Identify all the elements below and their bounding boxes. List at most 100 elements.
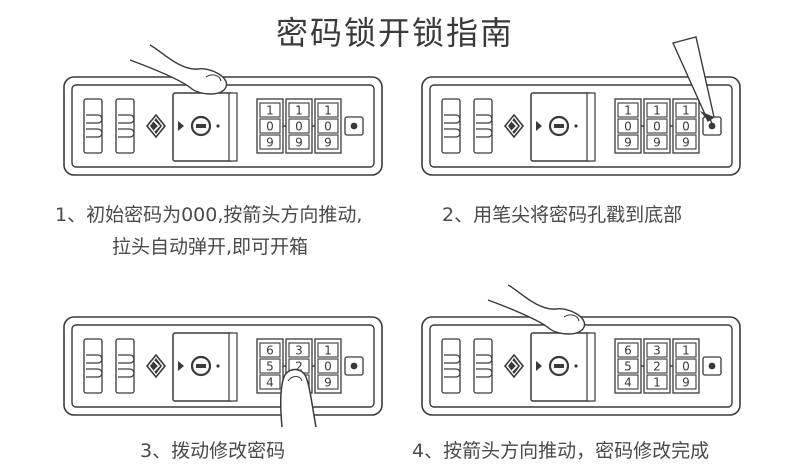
dial-digit: 0 [682,360,690,374]
zipper-slot [473,338,493,394]
dial-digit-box [617,118,639,134]
step-1-caption-line-2: 拉头自动弹开,即可开箱 [112,236,309,258]
arrow-icon [178,121,184,131]
dial-digit: 9 [624,136,632,150]
dial-digit-box [617,374,639,390]
dial-digit-box [646,358,668,374]
key-cylinder [172,332,238,402]
dial-digit-box [259,118,281,134]
step-3-caption-line-1: 3、拨动修改密码 [140,440,286,462]
dial-digit: 2 [295,360,303,374]
dial-digit: 9 [324,136,332,150]
key-cylinder [530,332,596,402]
dial-digit-box [288,118,310,134]
dial-digit: 1 [682,344,690,358]
finger-shape [129,44,228,95]
dial-digit-box [675,374,697,390]
zipper-slot [473,98,493,154]
dial-digit-box [259,102,281,118]
dial-digit: 0 [324,360,332,374]
dial-digit-box [317,102,339,118]
dial-digit-box [675,342,697,358]
dial-digit-box [317,134,339,150]
arrow-icon [536,121,542,131]
tsa-diamond-icon [145,113,167,139]
dial-digit: 9 [324,376,332,390]
dial-digit: 6 [266,344,274,358]
tsa-diamond-icon [503,353,525,379]
dial-digit-box [259,374,281,390]
finger-icon [279,368,317,428]
dial-digit: 1 [295,104,303,118]
dial-digit-box [617,358,639,374]
dial-digit: 9 [266,136,274,150]
dial-digit-box [675,358,697,374]
dial-digit-box [646,102,668,118]
dial-digit: 0 [266,120,274,134]
dial-digit-box [675,134,697,150]
zipper-slot [83,338,103,394]
zipper-slot [115,338,135,394]
step-4-caption-line-1: 4、按箭头方向推动，密码修改完成 [412,440,710,462]
dial-digit: 9 [682,376,690,390]
dial-digit: 2 [653,360,661,374]
dial-digit-box [317,374,339,390]
reset-hole [702,356,722,376]
dial-digit: 1 [266,104,274,118]
lock-body: 1 0 9 1 0 9 1 0 9 [63,76,383,176]
dial-digit: 9 [295,136,303,150]
zipper-slot [83,98,103,154]
arrow-icon [178,361,184,371]
key-cylinder [172,92,238,162]
dial-digit: 0 [624,120,632,134]
dial-digit-box [288,342,310,358]
dial-digit: 0 [324,120,332,134]
tsa-diamond-icon [503,113,525,139]
dial-digit-box [675,118,697,134]
dial-digit: 6 [624,344,632,358]
dial-digit-box [617,134,639,150]
dial-digit: 9 [682,136,690,150]
dial-digit-box [675,102,697,118]
dial-digit-box [646,134,668,150]
dial-digit: 9 [653,136,661,150]
finger-icon [487,284,586,335]
dial-digit-box [317,342,339,358]
dial-digit: 4 [624,376,632,390]
dial-digit: 5 [624,360,632,374]
dial-digit: 3 [295,344,303,358]
arrow-icon [536,361,542,371]
pen-icon [672,36,715,127]
reset-hole [702,116,722,136]
dial-digit: 1 [324,344,332,358]
dial-digit-box [317,358,339,374]
dial-digit-box [317,118,339,134]
finger-icon [129,44,228,95]
dial-digit: 0 [682,120,690,134]
dial-digit: 4 [266,376,274,390]
dial-digit: 0 [653,120,661,134]
step-1-caption-line-1: 1、初始密码为000,按箭头方向推动, [55,204,363,226]
dial-digit: 0 [295,120,303,134]
dial-digit: 1 [682,104,690,118]
page-title: 密码锁开锁指南 [275,14,514,52]
dial-digit: 1 [653,376,661,390]
dial-digit: 1 [324,104,332,118]
dial-digit-box [646,118,668,134]
zipper-slot [441,338,461,394]
finger-shape [279,368,317,428]
dial-digit: 5 [266,360,274,374]
combination-dials: 1 0 9 1 0 9 1 0 9 [256,98,342,154]
key-cylinder [530,92,596,162]
dial-digit-box [259,134,281,150]
dial-digit-box [288,102,310,118]
dial-digit-box [617,342,639,358]
lock-diagram-step-1: 1 0 9 1 0 9 1 0 9 [63,44,383,176]
dial-digit: 1 [653,104,661,118]
